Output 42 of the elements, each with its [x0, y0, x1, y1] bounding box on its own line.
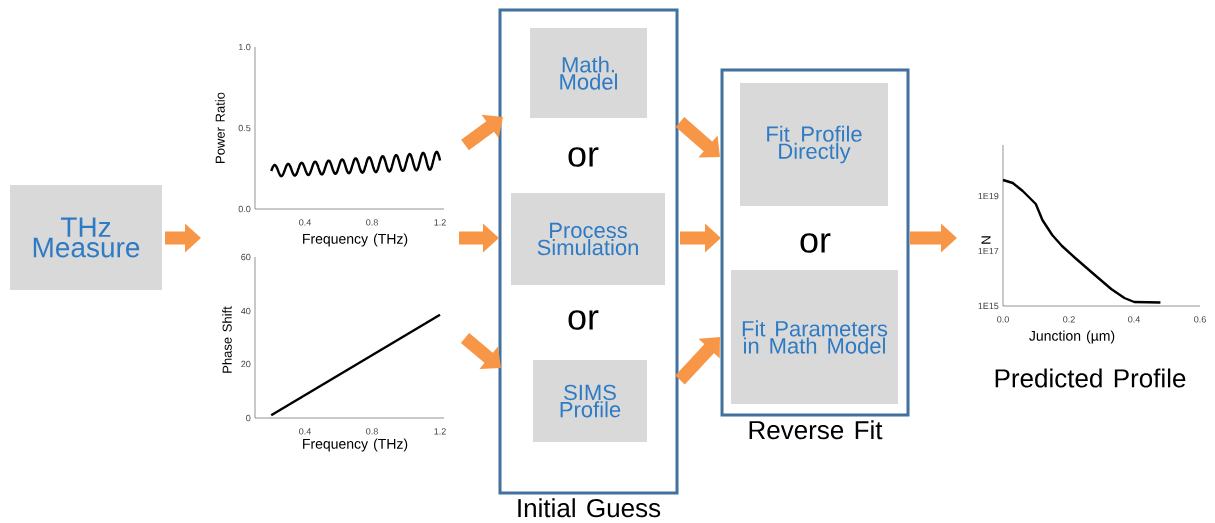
process-box: Process Simulation	[511, 193, 665, 285]
or-text: or	[568, 310, 599, 330]
axis-title: Frequency (THz)	[303, 438, 408, 452]
tick-label: 1.0	[239, 43, 251, 51]
tick-label: 0	[246, 414, 251, 422]
tick-label: 1.2	[434, 219, 446, 226]
or-text: or	[568, 147, 599, 167]
axis-title: Phase Shift	[222, 306, 232, 373]
tick-label: 0.8	[366, 219, 378, 226]
process-box: SIMS Profile	[533, 360, 647, 442]
process-box: Fit Profile Directly	[740, 83, 888, 206]
arrow	[461, 114, 503, 151]
process-box: THz Measure	[10, 185, 162, 290]
frame-title: Initial Guess	[518, 498, 661, 518]
axis-title: Junction (µm)	[1029, 330, 1115, 344]
tick-label: 0.0	[997, 316, 1009, 323]
axis-title: Power Ratio	[215, 92, 225, 163]
process-box: Math. Model	[530, 28, 647, 118]
or-text: or	[800, 233, 831, 253]
tick-label: 0.4	[1128, 316, 1140, 323]
tick-label: 1E17	[978, 247, 999, 255]
arrow	[675, 117, 720, 158]
process-box: Fit Parameters in Math Model	[731, 270, 898, 404]
tick-label: 0.0	[238, 205, 251, 213]
tick-label: 0.6	[1194, 316, 1206, 323]
tick-label: 0.5	[238, 124, 251, 132]
arrow	[460, 333, 501, 369]
chart-caption: Predicted Profile	[995, 368, 1186, 388]
axis-title: N	[981, 236, 991, 244]
axis-title: Frequency (THz)	[303, 233, 408, 247]
tick-label: 20	[241, 360, 251, 368]
tick-label: 0.2	[1063, 316, 1075, 323]
tick-label: 40	[241, 307, 251, 315]
tick-label: 0.8	[366, 428, 378, 435]
tick-label: 1.2	[434, 428, 446, 435]
tick-label: 1E19	[978, 192, 999, 200]
tick-label: 0.4	[299, 428, 311, 435]
tick-label: 60	[241, 253, 251, 261]
tick-label: 0.4	[299, 219, 311, 226]
tick-label: 1E15	[978, 302, 999, 310]
frame-title: Reverse Fit	[749, 420, 883, 440]
arrow	[675, 337, 720, 385]
